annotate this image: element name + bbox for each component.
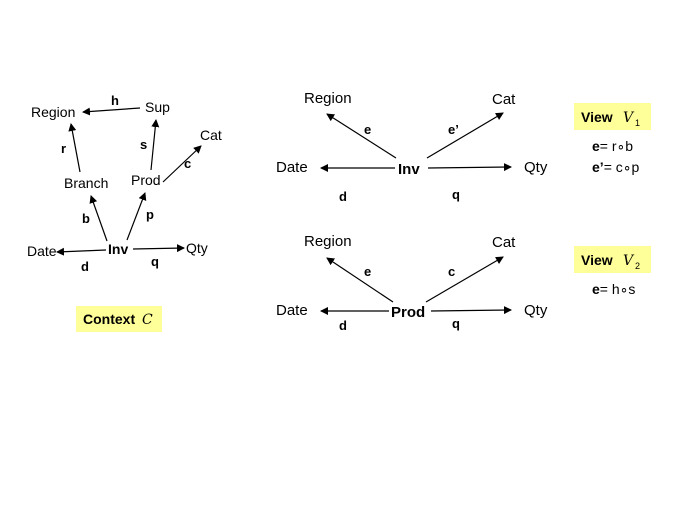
view2-node-date: Date [276,302,308,319]
view2-label-subscript: 2 [635,261,640,271]
view2-label-word: View [581,252,613,268]
view2-def-1-rhs: = h∘s [600,281,636,297]
view2-def-1-name: e [592,281,600,297]
context-node-region: Region [31,104,75,120]
context-graph: Region Sup Cat Branch Prod Date Inv Qty … [27,93,222,274]
context-edge-r-label: r [61,141,66,156]
view1-def-2-name: e’ [592,159,604,175]
context-edge-h-arrow [82,107,141,116]
view1-definitions: e= r∘b e’= c∘p [592,138,640,175]
view2-edge-d-label: d [339,318,347,333]
view1-def-1: e= r∘b [592,138,633,154]
context-edge-c-arrow [162,145,202,183]
view1-node-qty: Qty [524,159,548,176]
context-edge-c-label: c [184,156,191,171]
view1-node-region: Region [304,90,352,107]
context-label-symbol: C [142,312,153,328]
view2-edge-c-arrow [425,256,504,303]
context-edge-s-arrow [150,119,160,171]
context-edge-b-arrow [89,195,108,242]
view1-edge-d-label: d [339,189,347,204]
view1-node-cat: Cat [492,91,516,108]
view2-graph: Region Cat Date Prod Qty e c d q [276,233,548,333]
view1-label-word: View [581,109,613,125]
view1-label-subscript: 1 [635,118,640,128]
context-edge-p-arrow [126,192,147,241]
view1-def-1-rhs: = r∘b [600,138,633,154]
view2-edge-c-label: c [448,264,455,279]
context-node-cat: Cat [200,127,222,143]
context-edge-r-arrow [68,123,81,173]
view2-label: View V 2 [574,246,651,273]
view1-edge-eprime-label: e’ [448,122,459,137]
view1-label: View V 1 [574,103,651,130]
view2-edge-q-label: q [452,316,460,331]
view1-node-date: Date [276,159,308,176]
view2-node-prod: Prod [391,304,425,321]
view1-def-2: e’= c∘p [592,159,640,175]
view1-edge-e-label: e [364,122,371,137]
view1-graph: Region Cat Date Inv Qty e e’ d q [276,90,548,204]
view1-label-symbol: V [623,110,635,126]
context-node-prod: Prod [131,172,161,188]
view2-label-symbol: V [623,253,635,269]
view1-node-inv: Inv [398,161,420,178]
view2-node-region: Region [304,233,352,250]
context-label: Context C [76,306,162,332]
view2-definitions: e= h∘s [592,281,635,297]
view1-edge-eprime-arrow [426,112,504,159]
view1-def-1-name: e [592,138,600,154]
view1-edge-e-arrow [326,113,397,159]
context-node-inv: Inv [108,241,128,257]
context-label-box [76,306,162,332]
context-edge-s-label: s [140,137,147,152]
context-node-date: Date [27,243,57,259]
context-edge-p-label: p [146,207,154,222]
context-edge-h-label: h [111,93,119,108]
view2-edge-q-arrow [430,306,512,315]
view2-edge-e-label: e [364,264,371,279]
context-node-sup: Sup [145,99,170,115]
view2-label-box [574,246,651,273]
view1-edge-q-arrow [427,163,512,172]
context-node-qty: Qty [186,240,208,256]
view1-edge-q-label: q [452,187,460,202]
context-edge-d-arrow [56,247,107,256]
context-edge-q-arrow [132,244,185,253]
context-node-branch: Branch [64,175,108,191]
view1-def-2-rhs: = c∘p [604,159,640,175]
view1-label-box [574,103,651,130]
view2-node-cat: Cat [492,234,516,251]
context-edge-b-label: b [82,211,90,226]
context-label-word: Context [83,311,135,327]
context-edge-d-label: d [81,259,89,274]
context-edge-q-label: q [151,254,159,269]
view2-edge-e-arrow [326,257,394,303]
view2-def-1: e= h∘s [592,281,635,297]
view2-node-qty: Qty [524,302,548,319]
